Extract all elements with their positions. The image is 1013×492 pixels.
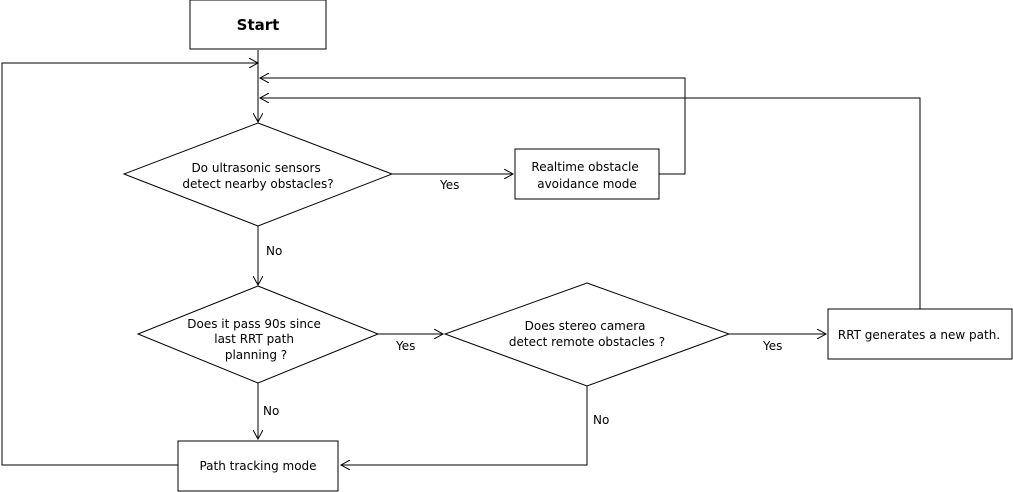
realtime-avoidance-node: Realtime obstacle avoidance mode [514,148,660,200]
ultrasonic-decision-node: Do ultrasonic sensors detect nearby obst… [122,122,394,227]
start-label-line: Start [237,16,280,34]
stereo-no-label: No [593,413,609,427]
stereo-yes-label: Yes [762,339,782,353]
ultrasonic-line-2: detect nearby obstacles? [182,177,333,191]
rrt-new-path-label: RRT generates a new path. [838,328,1000,342]
edge-stereo-no [341,386,588,465]
path-tracking-line: Path tracking mode [199,459,316,473]
timer-no-label: No [263,404,279,418]
ultrasonic-no-label: No [266,244,282,258]
edge-avoidance-loop-back [260,78,686,175]
realtime-line-2: avoidance mode [537,177,637,191]
rrt-timer-decision-node: Does it pass 90s since last RRT path pla… [136,285,380,384]
realtime-avoidance-label: Realtime obstacle avoidance mode [531,160,642,191]
timer-yes-label: Yes [395,339,415,353]
ultrasonic-decision-label: Do ultrasonic sensors detect nearby obst… [182,161,333,191]
ultrasonic-yes-label: Yes [439,178,459,192]
stereo-line-2: detect remote obstacles ? [509,335,665,349]
edge-rrt-loop-back [260,98,921,309]
start-node: Start [189,0,327,50]
ultrasonic-line-1: Do ultrasonic sensors [191,161,320,175]
path-tracking-label: Path tracking mode [199,459,316,473]
path-tracking-node: Path tracking mode [177,440,339,492]
edge-labels: Yes No Yes No Yes No [263,178,782,427]
timer-line-1: Does it pass 90s since [187,317,321,331]
start-label: Start [237,16,280,34]
realtime-line-1: Realtime obstacle [531,160,638,174]
stereo-decision-node: Does stereo camera detect remote obstacl… [443,282,731,387]
timer-line-2: last RRT path [214,332,294,346]
timer-line-3: planning ? [225,348,287,362]
edge-tracking-loop-back [1,63,258,466]
stereo-decision-label: Does stereo camera detect remote obstacl… [509,319,665,349]
rrt-new-path-node: RRT generates a new path. [827,308,1013,360]
rrt-timer-label: Does it pass 90s since last RRT path pla… [187,317,325,362]
stereo-line-1: Does stereo camera [525,319,646,333]
edges [1,50,921,466]
rrt-new-path-line: RRT generates a new path. [838,328,1000,342]
